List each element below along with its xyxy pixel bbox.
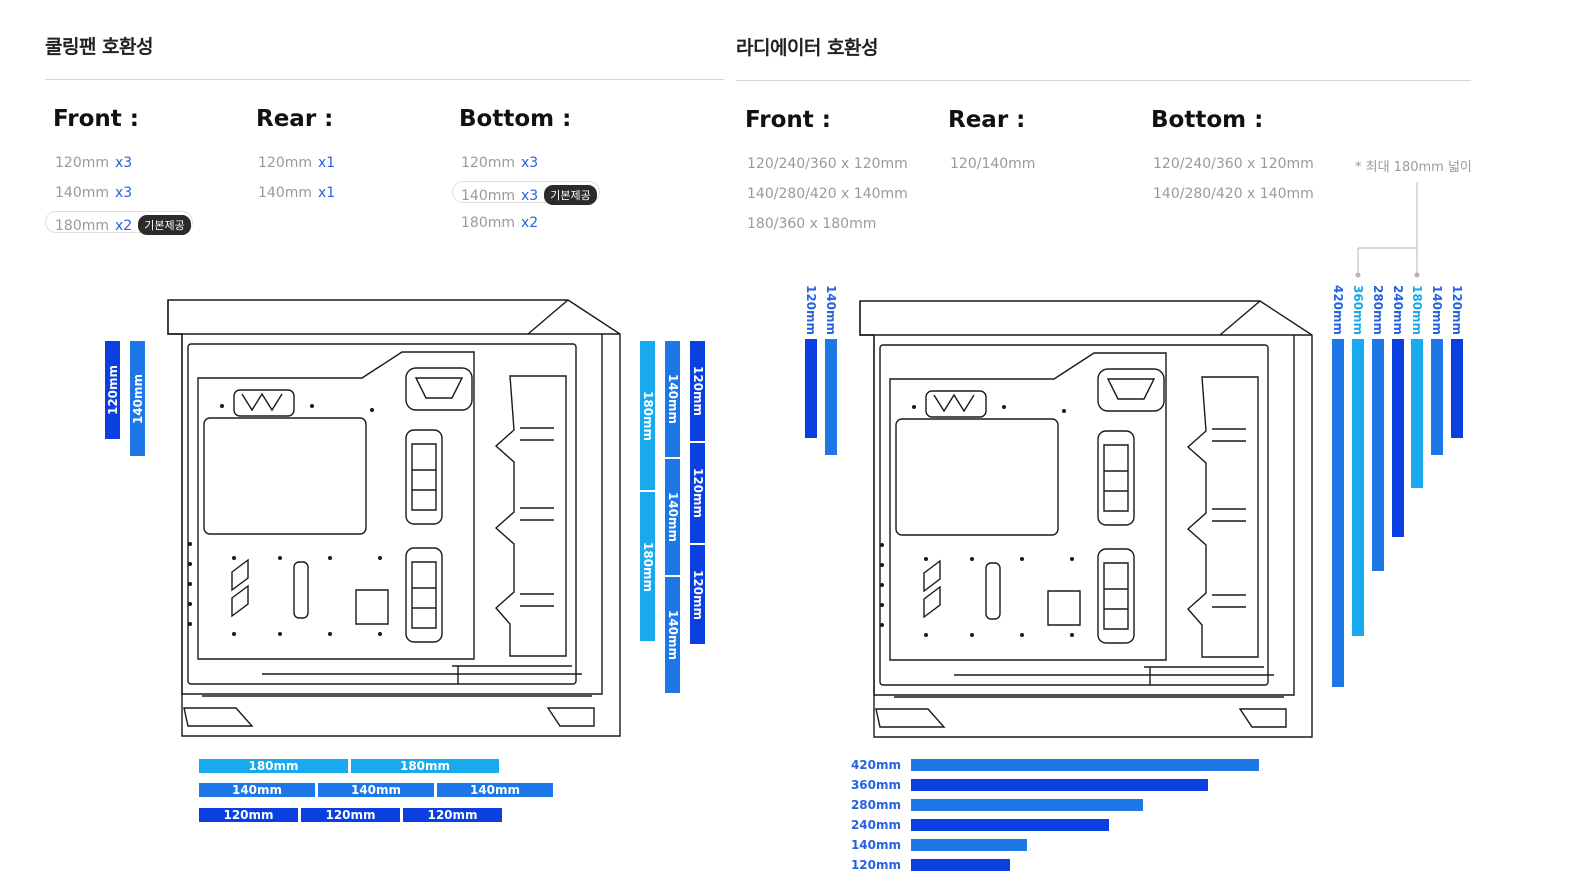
fan-front-bar-140: 140mm (665, 577, 680, 693)
radiator-front-bar-360 (1352, 339, 1364, 636)
fan-bottom-bar-140: 140mm (199, 783, 315, 797)
radiator-front-label-420: 420mm (1331, 284, 1345, 336)
fan-front-bar-140: 140mm (665, 459, 680, 575)
radiator-bottom-label-120: 120mm (850, 858, 901, 872)
radiator-bottom-bar-360 (911, 779, 1208, 791)
fan-section-title: 쿨링팬 호환성 (45, 36, 154, 58)
radiator-bottom-label-240: 240mm (850, 818, 901, 832)
radiator-rear-label-140: 140mm (824, 284, 838, 336)
radiator-front-bar-240 (1392, 339, 1404, 537)
radiator-front-bar-280 (1372, 339, 1384, 571)
fan-divider (45, 79, 724, 80)
radiator-front-row: 140/280/420 x 140mm (747, 186, 908, 202)
radiator-divider (736, 80, 1471, 81)
radiator-bottom-bar-420 (911, 759, 1259, 771)
case-side-view-drawing (162, 294, 624, 740)
radiator-bottom-heading: Bottom : (1151, 107, 1264, 133)
radiator-front-label-280: 280mm (1371, 284, 1385, 336)
radiator-front-bar-180 (1411, 339, 1423, 488)
fan-bottom-bar-180: 180mm (351, 759, 499, 773)
radiator-bottom-label-360: 360mm (850, 778, 901, 792)
fan-rear-bar-120: 120mm (105, 341, 120, 439)
radiator-front-bar-120 (1451, 339, 1463, 438)
radiator-width-note: * 최대 180mm 넓이 (1355, 160, 1472, 175)
case-side-view-drawing (854, 295, 1316, 741)
radiator-front-label-360: 360mm (1351, 284, 1365, 336)
radiator-bottom-row: 120/240/360 x 120mm (1153, 156, 1314, 172)
radiator-front-label-180: 180mm (1410, 284, 1424, 336)
radiator-bottom-label-420: 420mm (850, 758, 901, 772)
radiator-bottom-bar-280 (911, 799, 1143, 811)
radiator-bottom-label-280: 280mm (850, 798, 901, 812)
radiator-front-label-240: 240mm (1391, 284, 1405, 336)
fan-front-bar-180: 180mm (640, 492, 655, 641)
fan-bottom-bar-140: 140mm (318, 783, 434, 797)
radiator-bottom-bar-120 (911, 859, 1010, 871)
fan-bottom-default-pill (452, 181, 600, 203)
radiator-rear-bar-120 (805, 339, 817, 438)
fan-front-heading: Front : (53, 106, 139, 132)
radiator-front-bar-420 (1332, 339, 1344, 687)
fan-bottom-bar-120: 120mm (199, 808, 298, 822)
radiator-front-row: 180/360 x 180mm (747, 216, 877, 232)
fan-front-bar-180: 180mm (640, 341, 655, 490)
radiator-rear-row: 120/140mm (950, 156, 1036, 172)
radiator-bottom-label-140: 140mm (850, 838, 901, 852)
radiator-front-label-140: 140mm (1430, 284, 1444, 336)
fan-rear-heading: Rear : (256, 106, 334, 132)
fan-front-bar-140: 140mm (665, 341, 680, 457)
radiator-front-label-120: 120mm (1450, 284, 1464, 336)
radiator-bottom-bar-140 (911, 839, 1027, 851)
fan-bottom-heading: Bottom : (459, 106, 572, 132)
radiator-rear-label-120: 120mm (804, 284, 818, 336)
fan-front-bar-120: 120mm (690, 545, 705, 644)
radiator-section-title: 라디에이터 호환성 (736, 37, 878, 59)
default-included-badge: 기본제공 (138, 215, 191, 235)
radiator-bottom-bar-240 (911, 819, 1109, 831)
radiator-rear-heading: Rear : (948, 107, 1026, 133)
radiator-rear-bar-140 (825, 339, 837, 455)
fan-bottom-bar-120: 120mm (301, 808, 400, 822)
fan-bottom-bar-140: 140mm (437, 783, 553, 797)
fan-bottom-bar-180: 180mm (199, 759, 348, 773)
radiator-bottom-row: 140/280/420 x 140mm (1153, 186, 1314, 202)
fan-front-default-pill (45, 211, 193, 233)
radiator-front-bar-140 (1431, 339, 1443, 455)
radiator-front-heading: Front : (745, 107, 831, 133)
fan-rear-bar-140: 140mm (130, 341, 145, 456)
note-connector (1355, 182, 1420, 278)
radiator-front-row: 120/240/360 x 120mm (747, 156, 908, 172)
fan-bottom-bar-120: 120mm (403, 808, 502, 822)
default-included-badge: 기본제공 (544, 185, 597, 205)
fan-front-bar-120: 120mm (690, 341, 705, 441)
fan-front-bar-120: 120mm (690, 443, 705, 543)
